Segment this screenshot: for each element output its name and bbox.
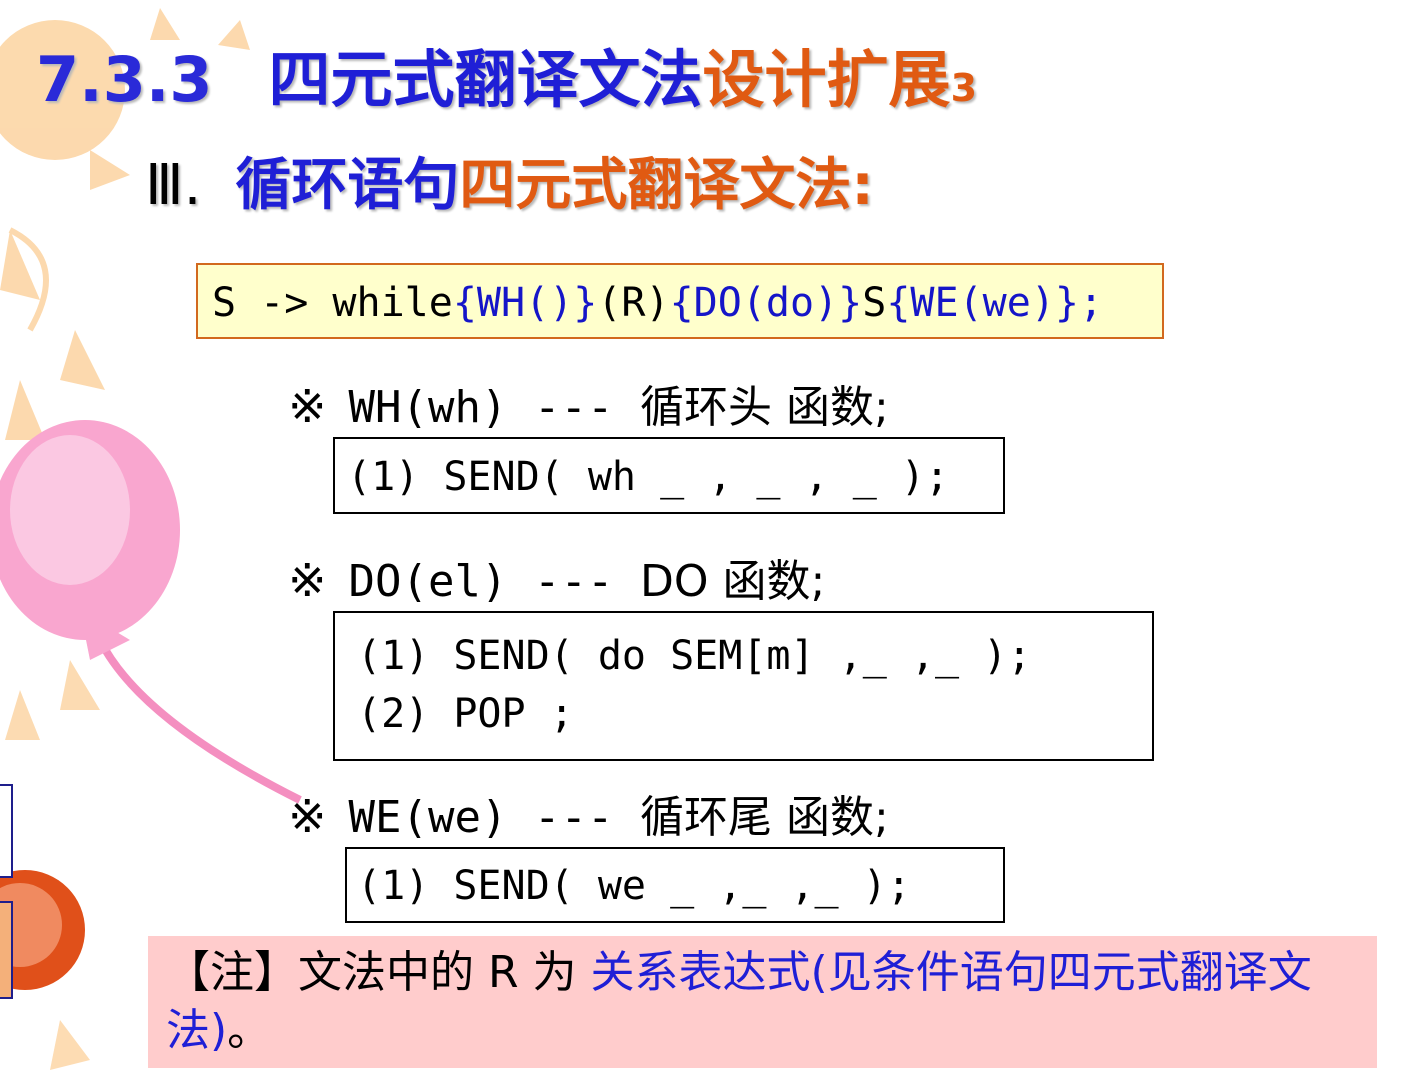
- grammar-condition: (R): [597, 280, 670, 326]
- function-name: WE(we) ---: [348, 792, 614, 843]
- title-suffix: 3: [950, 66, 978, 110]
- grammar-body: S: [862, 280, 887, 326]
- note-prefix: 【注】文法中的 R 为: [166, 947, 591, 998]
- function-body-wh: (1) SEND( wh _ , _ , _ );: [333, 437, 1005, 514]
- function-body-do: (1) SEND( do SEM[m] ,_ ,_ ); (2) POP ;: [333, 611, 1154, 761]
- function-description: DO 函数;: [639, 556, 826, 607]
- function-name: DO(el) ---: [348, 556, 614, 607]
- function-description: 循环头 函数;: [639, 382, 889, 433]
- ray-decoration-icon: [5, 660, 100, 1070]
- slide-title: 7.3.3 四元式翻译文法设计扩展3: [36, 40, 977, 128]
- function-name: WH(wh) ---: [348, 382, 614, 433]
- function-heading-we: ※ WE(we) --- 循环尾 函数;: [288, 786, 889, 848]
- code-line: (1) SEND( wh _ , _ , _ );: [347, 454, 950, 500]
- red-circle-decoration-icon: [0, 870, 85, 990]
- section-number: 7.3.3: [36, 43, 213, 116]
- grammar-action-we: {WE(we)}: [886, 280, 1079, 326]
- grammar-terminator: ;: [1078, 280, 1104, 326]
- note-box: 【注】文法中的 R 为 关系表达式(见条件语句四元式翻译文法)。: [148, 936, 1377, 1068]
- grammar-action-wh: {WH()}: [452, 280, 598, 326]
- function-heading-do: ※ DO(el) --- DO 函数;: [288, 550, 825, 612]
- reference-mark-icon: ※: [288, 379, 327, 433]
- note-highlight: 关系表达式(见条件语句四元式翻译文法): [166, 947, 1312, 1056]
- function-heading-wh: ※ WH(wh) --- 循环头 函数;: [288, 376, 889, 438]
- subtitle-heading: 四元式翻译文法:: [459, 153, 874, 218]
- title-extension: 设计扩展: [702, 43, 951, 116]
- function-description: 循环尾 函数;: [639, 792, 889, 843]
- subtitle-roman-numeral: Ⅲ.: [145, 153, 202, 218]
- title-main: 四元式翻译文法: [268, 43, 703, 116]
- slide-subtitle: Ⅲ. 循环语句四元式翻译文法:: [145, 150, 874, 222]
- grammar-rule-box: S -> while{WH()}(R){DO(do)}S{WE(we)};: [196, 263, 1164, 339]
- note-suffix: 。: [227, 1005, 272, 1056]
- edge-box-icon: [0, 901, 13, 999]
- grammar-production-start: S -> while: [212, 280, 453, 326]
- reference-mark-icon: ※: [288, 553, 327, 607]
- code-line: (1) SEND( we _ ,_ ,_ );: [357, 863, 911, 909]
- balloon-decoration-icon: [0, 420, 302, 804]
- reference-mark-icon: ※: [288, 789, 327, 843]
- grammar-action-do: {DO(do)}: [669, 280, 863, 326]
- function-body-we: (1) SEND( we _ ,_ ,_ );: [345, 847, 1005, 923]
- subtitle-topic: 循环语句: [235, 153, 460, 218]
- code-line: (2) POP ;: [357, 691, 574, 737]
- code-line: (1) SEND( do SEM[m] ,_ ,_ );: [357, 633, 1032, 679]
- edge-box-icon: [0, 784, 13, 878]
